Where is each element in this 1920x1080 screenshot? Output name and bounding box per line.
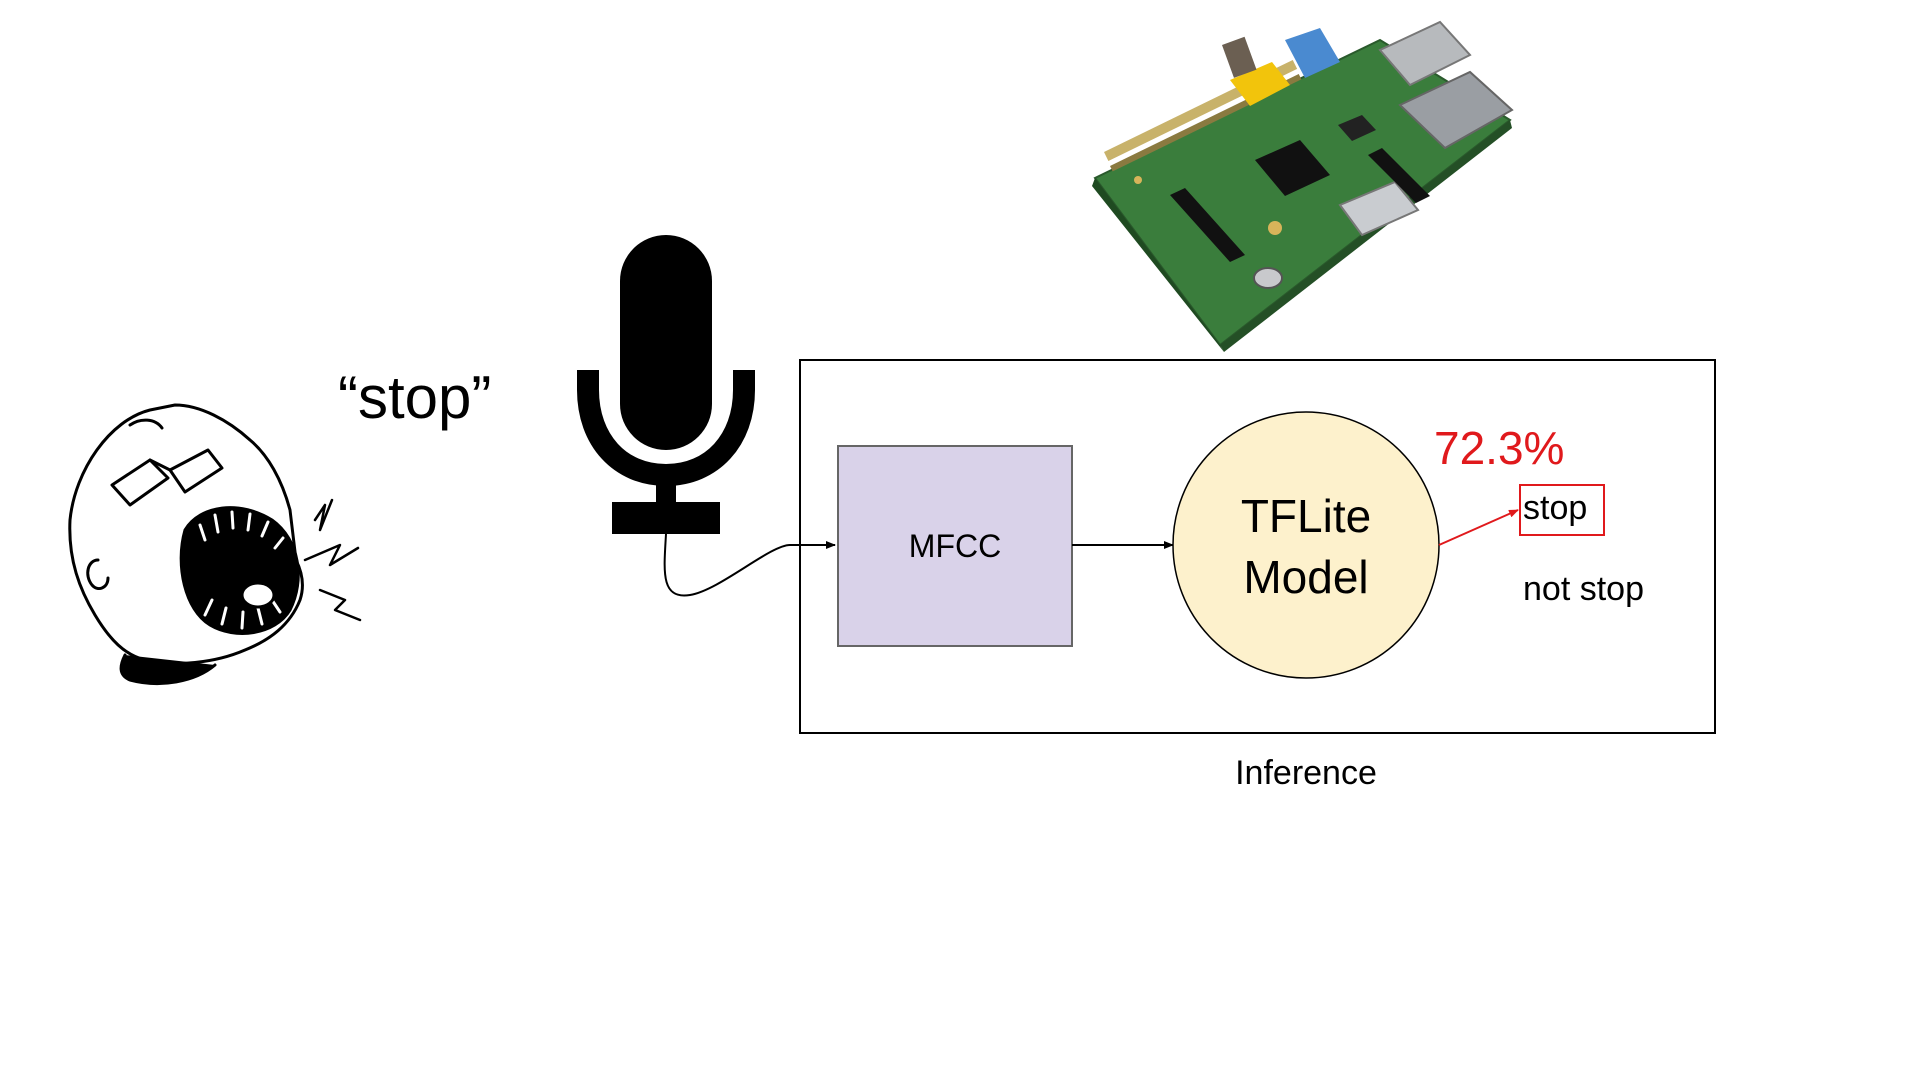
- other-class-label: not stop: [1523, 570, 1644, 608]
- mic-cable-arrow: [663, 533, 836, 597]
- prediction-arrow: [1438, 509, 1519, 546]
- predicted-class-box: [1519, 484, 1605, 536]
- mfcc-label: MFCC: [909, 528, 1001, 564]
- raspberry-pi-board-icon: [1092, 20, 1514, 352]
- model-label-line1: TFLite: [1241, 490, 1371, 542]
- confidence-value: 72.3%: [1434, 422, 1564, 474]
- utterance-text: “stop”: [338, 364, 491, 431]
- shouting-person-icon: [68, 403, 362, 685]
- microphone-icon: [577, 235, 755, 534]
- inference-caption: Inference: [1235, 754, 1377, 792]
- inference-container: [799, 359, 1716, 734]
- model-label-line2: Model: [1243, 551, 1368, 603]
- predicted-class-label: stop: [1523, 489, 1587, 527]
- tflite-model-circle: [1172, 411, 1440, 679]
- mfcc-box: [837, 445, 1073, 647]
